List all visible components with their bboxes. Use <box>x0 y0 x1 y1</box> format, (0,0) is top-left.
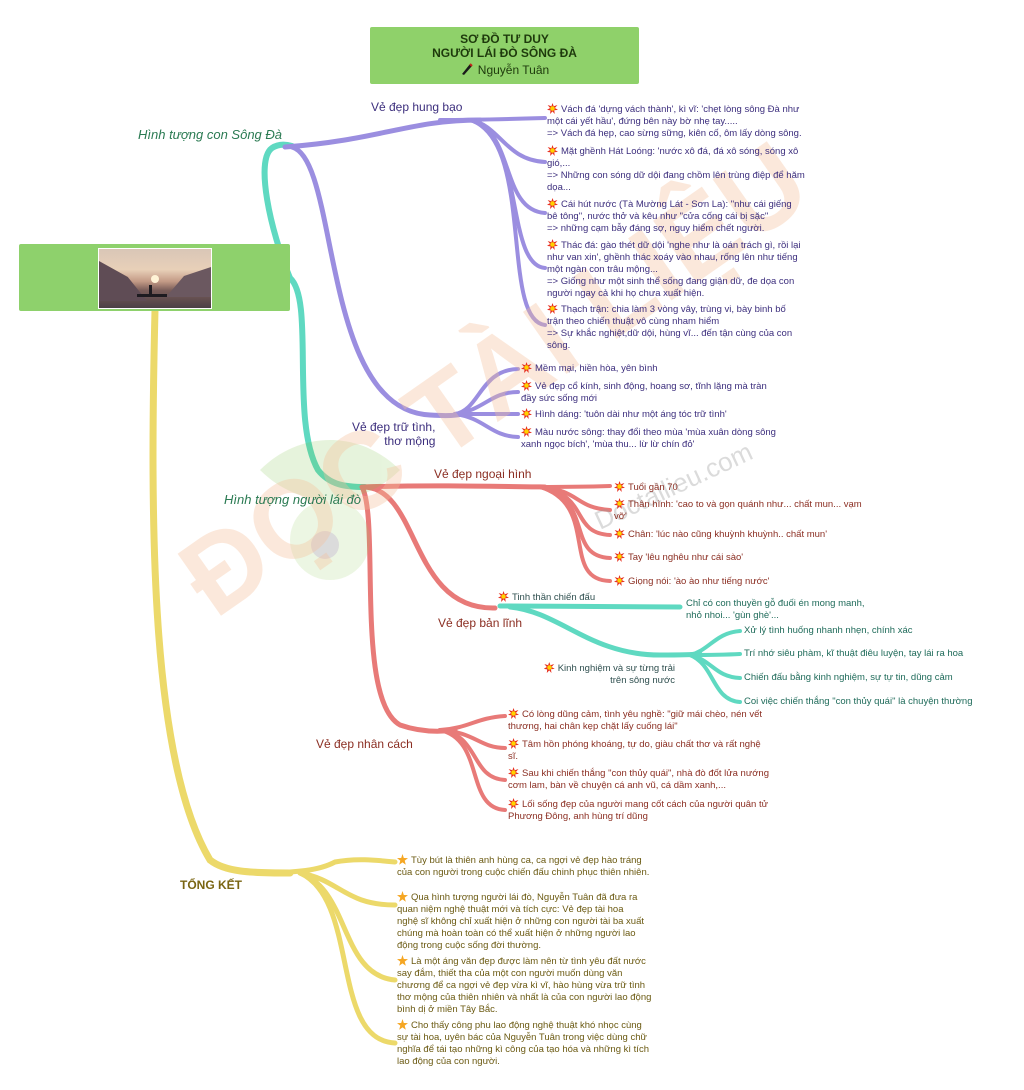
tru-tinh-item: Hình dáng: 'tuôn dài như một áng tóc trữ… <box>521 408 781 421</box>
burst-icon <box>547 103 558 114</box>
burst-icon <box>498 591 509 602</box>
burst-icon <box>521 426 532 437</box>
star-icon <box>397 955 408 966</box>
hung-bao-item: Thạch trận: chia làm 3 vòng vây, trùng v… <box>547 303 793 351</box>
star-icon <box>397 1019 408 1030</box>
burst-icon <box>508 798 519 809</box>
summary-item: Tùy bút là thiên anh hùng ca, ca ngợi vẻ… <box>397 854 650 878</box>
star-icon <box>397 891 408 902</box>
branch-summary: TỔNG KẾT <box>180 878 242 892</box>
branch-ngoai-hinh: Vẻ đẹp ngoại hình <box>434 467 532 481</box>
title-line-1: SƠ ĐỒ TƯ DUY <box>460 32 549 46</box>
kinh-nghiem-item: Xử lý tình huống nhanh nhẹn, chính xác <box>744 625 913 636</box>
tru-tinh-item: Mềm mại, hiền hòa, yên bình <box>521 362 771 375</box>
nhan-cach-item: Tâm hồn phóng khoáng, tự do, giàu chất t… <box>508 738 761 762</box>
burst-icon <box>508 708 519 719</box>
ngoai-hinh-item: Chân: 'lúc nào cũng khuỳnh khuỳnh.. chất… <box>614 528 864 541</box>
kinh-nghiem-item: Chiến đấu bằng kinh nghiệm, sự tự tin, d… <box>744 672 953 683</box>
tru-tinh-item: Màu nước sông: thay đổi theo mùa 'mùa xu… <box>521 426 776 450</box>
tinh-than-detail: Chỉ có con thuyền gỗ đuối én mong manh, … <box>686 598 865 621</box>
burst-icon <box>521 380 532 391</box>
branch-river: Hình tượng con Sông Đà <box>138 127 283 142</box>
ngoai-hinh-item: Tuổi gần 70 <box>614 481 864 494</box>
branch-nhan-cach: Vẻ đẹp nhân cách <box>316 737 413 751</box>
burst-icon <box>614 498 625 509</box>
nhan-cach-item: Có lòng dũng cảm, tình yêu nghề: "giữ má… <box>508 708 762 732</box>
hung-bao-item: Vách đá 'dựng vách thành', kì vĩ: 'chẹt … <box>547 103 802 139</box>
burst-icon <box>521 408 532 419</box>
kinh-nghiem-item: Trí nhớ siêu phàm, kĩ thuật điêu luyện, … <box>744 648 964 659</box>
burst-icon <box>614 528 625 539</box>
ngoai-hinh-item: Giọng nói: 'ào ào như tiếng nước' <box>614 575 864 588</box>
summary-item: Là một áng văn đẹp được làm nên từ tình … <box>397 955 652 1015</box>
tru-tinh-item: Vẻ đẹp cổ kính, sinh động, hoang sơ, tĩn… <box>521 380 767 404</box>
hung-bao-item: Cái hút nước (Tà Mường Lát - Sơn La): "n… <box>547 198 792 234</box>
burst-icon <box>547 239 558 250</box>
branch-ban-linh: Vẻ đẹp bản lĩnh <box>438 616 523 630</box>
branch-hung-bao: Vẻ đẹp hung bạo <box>371 100 463 114</box>
burst-icon <box>614 551 625 562</box>
star-icon <box>397 854 408 865</box>
burst-icon <box>508 767 519 778</box>
burst-icon <box>521 362 532 373</box>
burst-icon <box>543 662 555 673</box>
title-line-2: NGƯỜI LÁI ĐÒ SÔNG ĐÀ <box>432 46 577 60</box>
title-author: Nguyễn Tuân <box>370 62 639 77</box>
ngoai-hinh-item: Tay 'lêu nghêu như cái sào' <box>614 551 864 564</box>
burst-icon <box>547 198 558 209</box>
ngoai-hinh-item: Thân hình: 'cao to và gọn quánh như... c… <box>614 498 862 522</box>
summary-item: Cho thấy công phu lao động nghệ thuật kh… <box>397 1019 649 1067</box>
summary-item: Qua hình tượng người lái đò, Nguyễn Tuân… <box>397 891 645 951</box>
title-box: SƠ ĐỒ TƯ DUY NGƯỜI LÁI ĐÒ SÔNG ĐÀ Nguyễn… <box>370 27 639 84</box>
river-boat-sunset-image <box>98 248 212 309</box>
nhan-cach-item: Lối sống đẹp của người mang cốt cách của… <box>508 798 768 822</box>
kinh-nghiem-node: Kinh nghiệm và sự từng trải trên sông nư… <box>525 662 675 687</box>
branch-tru-tinh: Vẻ đẹp trữ tình, thơ mộng <box>352 420 436 448</box>
branch-ferryman: Hình tượng người lái đò <box>224 492 361 507</box>
burst-icon <box>547 145 558 156</box>
burst-icon <box>547 303 558 314</box>
burst-icon <box>614 481 625 492</box>
kinh-nghiem-item: Coi việc chiến thắng "con thủy quái" là … <box>744 696 973 707</box>
pen-icon <box>460 62 474 76</box>
hung-bao-item: Thác đá: gào thét dữ dội 'nghe như là oá… <box>547 239 801 299</box>
tinh-than-node: Tinh thần chiến đấu <box>498 591 658 604</box>
burst-icon <box>508 738 519 749</box>
nhan-cach-item: Sau khi chiến thắng "con thủy quái", nhà… <box>508 767 769 791</box>
author-name: Nguyễn Tuân <box>477 63 550 77</box>
hung-bao-item: Mặt ghềnh Hát Loóng: 'nước xô đá, đá xô … <box>547 145 805 193</box>
burst-icon <box>614 575 625 586</box>
